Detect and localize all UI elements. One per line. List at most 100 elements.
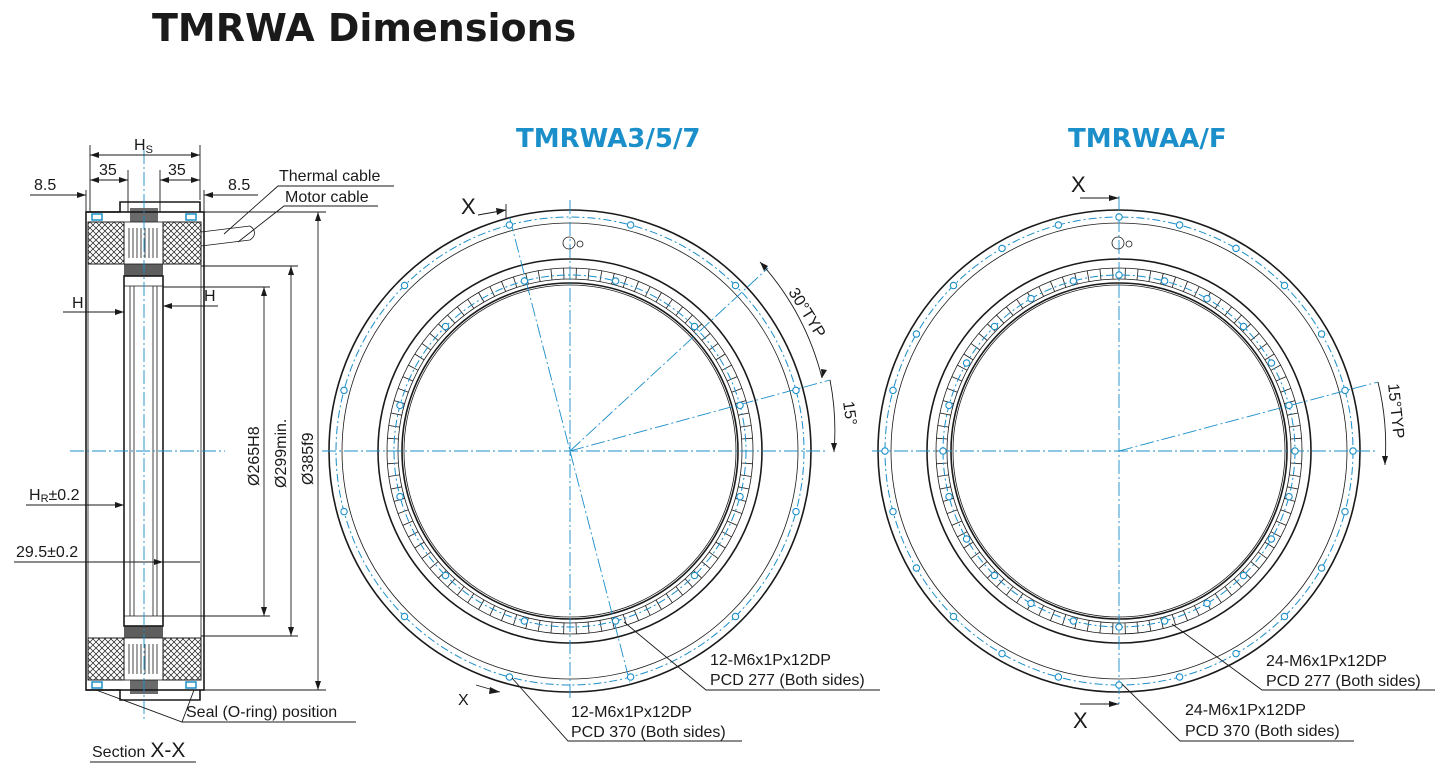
inner-holes-pcd-a: PCD 277 (Both sides) [710,672,865,689]
x-top-a: X [461,194,476,219]
inner-mounting-hole [1285,492,1293,501]
inner-mounting-hole [520,617,529,625]
outer-mounting-hole [1341,507,1349,516]
outer-holes-spec-a: 12-M6x1Px12DP [571,704,692,721]
top-flange-tab [130,208,158,222]
inner-mounting-hole [611,277,620,285]
outer-mounting-hole [949,612,958,621]
outer-mounting-hole [340,386,348,395]
cable-bundle [200,225,255,247]
inner-mounting-hole [1069,617,1078,625]
inner-mounting-hole [1291,447,1299,455]
angle-15-label-b: 15°TYP [1384,383,1407,440]
thermal-cable-leader [223,185,394,235]
outer-mounting-hole [889,507,897,516]
view-a-title: TMRWA3/5/7 [516,124,701,154]
outer-holes-leader-b [1121,683,1354,742]
outer-mounting-hole [912,564,921,572]
outer-mounting-hole [1232,244,1240,253]
inner-mounting-hole [1115,623,1123,631]
outer-mounting-hole [881,447,889,455]
inner-mounting-hole [736,401,744,410]
o-ring-top-right [185,213,197,221]
angle-15-arc-b [1377,381,1387,466]
hs-label: HS [134,137,153,156]
d299-label: Ø299min. [273,419,290,488]
outer-mounting-hole [731,281,740,290]
inner-mounting-hole [736,492,744,501]
inner-mounting-hole [1069,277,1078,285]
outer-holes-pcd-a: PCD 370 (Both sides) [571,724,726,741]
outer-holes-pcd-b: PCD 370 (Both sides) [1185,723,1340,740]
inner-mounting-hole [1285,401,1293,410]
thermal-mark-b [1111,236,1125,250]
top-housing-right [162,221,202,265]
angle-15-arc [829,379,836,453]
inner-mounting-hole [611,617,620,625]
inner-holes-a [396,277,744,625]
dim-85-right: 8.5 [228,177,250,194]
inner-mounting-hole [441,571,450,580]
inner-mounting-hole [1115,271,1123,279]
view-tmrwa357: TMRWA3/5/7 X X 30°TYP 15° [322,124,880,742]
h-right-label: H [204,288,216,305]
motor-cable-label: Motor cable [285,189,369,206]
outer-mounting-hole [998,244,1006,253]
page-title: TMRWA Dimensions [152,6,577,50]
outer-mounting-hole [400,281,409,290]
inner-holes-spec-b: 24-M6x1Px12DP [1266,653,1387,670]
inner-mounting-hole [1160,277,1169,285]
bottom-flange [86,689,201,701]
hr-label: HR±0.2 [29,487,80,505]
outer-holes-leader-a [511,677,742,742]
outer-holes-a [340,221,800,681]
view-tmrwaaf: TMRWAA/F X X 15°TYP 24-M6x1Px12DP PCD 27… [872,124,1435,742]
o-ring-bottom-right [185,681,197,689]
motor-cable-leader [237,205,378,243]
x-top-b: X [1071,172,1086,197]
inner-mounting-hole [396,401,404,410]
outer-mounting-hole [998,649,1006,658]
inner-mounting-hole [962,359,971,367]
inner-mounting-hole [690,322,699,331]
bottom-stator-windings [128,644,158,674]
inner-mounting-hole [945,401,953,410]
outer-mounting-hole [1232,649,1240,658]
bottom-housing-right [162,637,202,681]
inner-mounting-hole [939,447,947,455]
pcd-370-circle-a [335,216,805,686]
top-stator-windings [128,228,158,258]
outer-mounting-hole [912,330,921,338]
outer-mounting-hole [1280,281,1289,290]
outer-mounting-hole [792,507,800,516]
inner-mounting-hole [990,322,999,331]
inner-mounting-hole [1239,571,1248,580]
top-flange [86,201,201,213]
inner-mounting-hole [690,571,699,580]
rotor-ring-top [124,264,163,276]
outer-mounting-hole [889,386,897,395]
outer-mounting-hole [1175,673,1184,681]
x-bottom-a: X [458,692,469,709]
outer-mounting-hole [1317,330,1326,338]
inner-mounting-hole [396,492,404,501]
inner-mounting-hole [520,277,529,285]
inner-holes-leader-a [623,621,880,691]
top-housing-left [87,221,125,265]
seal-label: Seal (O-ring) position [186,704,337,721]
outer-mounting-hole [1317,564,1326,572]
thermal-mark-a [562,236,576,250]
inner-mounting-hole [1027,294,1035,303]
o-ring-bottom-left [91,681,103,689]
inner-mounting-hole [1203,294,1211,303]
inner-mounting-hole [1027,599,1035,608]
outer-mounting-hole [1115,681,1123,689]
ref-line-15-a [569,379,831,452]
inner-mounting-hole [1239,322,1248,331]
outer-mounting-hole [1175,221,1184,229]
inner-mounting-hole [1267,535,1276,543]
inner-mounting-hole [1160,617,1169,625]
rotor-ring-bottom [124,626,163,638]
